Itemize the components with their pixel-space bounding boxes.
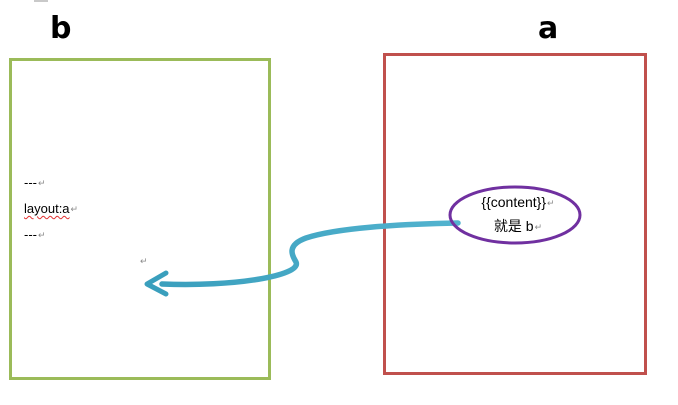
box-a	[383, 53, 647, 375]
paragraph-mark-icon: ↵	[38, 178, 46, 188]
box-b	[9, 58, 271, 380]
box-b-line-3-text: ---	[24, 227, 37, 242]
box-b-line-1: ---↵	[24, 175, 46, 191]
box-b-line-1-text: ---	[24, 175, 37, 190]
paragraph-mark-icon: ↵	[547, 198, 555, 208]
content-placeholder: {{content}}	[481, 194, 547, 210]
arrow-head-icon	[144, 270, 169, 297]
paragraph-mark-icon: ↵	[140, 256, 148, 266]
paragraph-mark-icon: ↵	[534, 222, 543, 232]
label-b: b	[50, 11, 72, 46]
ellipse-line-1: {{content}}↵	[470, 193, 566, 212]
top-edge-mark	[34, 0, 48, 2]
box-b-line-4: ↵	[139, 253, 148, 269]
content-is-b-text: 就是 b	[493, 218, 534, 234]
box-b-line-2: layout:a↵	[24, 201, 78, 217]
paragraph-mark-icon: ↵	[70, 204, 79, 214]
paragraph-mark-icon: ↵	[38, 230, 46, 240]
box-b-line-3: ---↵	[24, 227, 46, 243]
label-a: a	[538, 11, 559, 46]
transfer-arrow	[159, 220, 461, 288]
ellipse-line-2: 就是 b↵	[470, 217, 566, 236]
box-b-line-2-text: layout:a	[24, 201, 70, 216]
content-ellipse	[448, 185, 582, 245]
